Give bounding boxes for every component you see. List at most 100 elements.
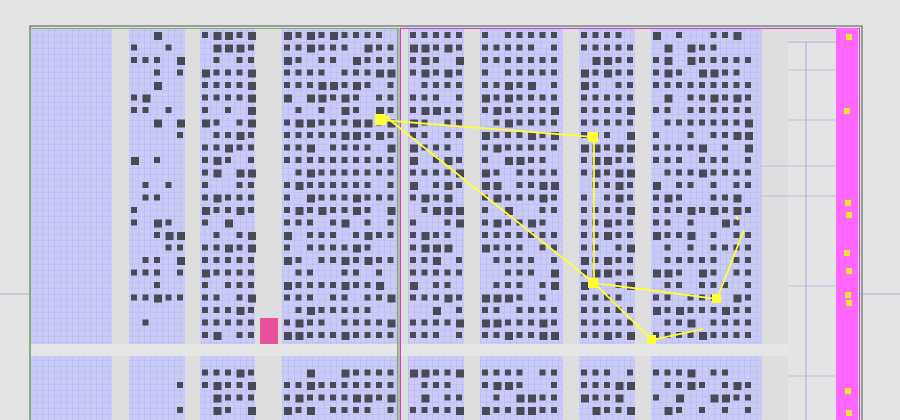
cell-block bbox=[664, 257, 671, 263]
cell-block bbox=[592, 82, 599, 88]
cell-block bbox=[745, 269, 751, 276]
cell-block bbox=[421, 32, 428, 38]
cell-block bbox=[353, 244, 361, 253]
cell-block bbox=[627, 244, 635, 253]
cell-block bbox=[482, 132, 490, 140]
cell-block bbox=[627, 144, 635, 153]
io-pad-pin[interactable] bbox=[846, 34, 852, 40]
cell-block bbox=[699, 69, 707, 78]
cell-block bbox=[493, 257, 500, 263]
cell-block bbox=[364, 132, 371, 138]
cell-block bbox=[539, 244, 546, 251]
io-pad-pin[interactable] bbox=[844, 250, 850, 256]
cell-block bbox=[505, 294, 513, 303]
cell-block bbox=[581, 332, 587, 338]
io-pad-pin[interactable] bbox=[846, 212, 852, 218]
cell-block bbox=[581, 132, 587, 138]
cell-block bbox=[410, 44, 418, 53]
cell-block bbox=[745, 282, 751, 288]
cell-block bbox=[295, 107, 302, 113]
cell-block bbox=[225, 319, 231, 326]
cell-block bbox=[330, 82, 338, 90]
cell-block bbox=[248, 369, 254, 376]
cell-block bbox=[627, 407, 635, 415]
cell-block bbox=[733, 107, 740, 113]
cell-block bbox=[284, 282, 292, 290]
cell-block bbox=[154, 32, 162, 40]
pin-marker[interactable] bbox=[588, 278, 598, 288]
cell-block bbox=[493, 94, 500, 101]
cell-block bbox=[341, 107, 350, 115]
cell-block bbox=[528, 232, 534, 238]
cell-block bbox=[676, 282, 682, 288]
cell-block bbox=[330, 207, 336, 213]
cell-block bbox=[318, 319, 325, 326]
cell-block bbox=[318, 107, 325, 113]
cell-block bbox=[410, 132, 416, 138]
cell-block bbox=[745, 107, 751, 113]
io-pad-pin[interactable] bbox=[846, 268, 852, 274]
cell-block bbox=[539, 369, 546, 376]
cell-block bbox=[284, 69, 290, 76]
cell-block bbox=[236, 69, 243, 76]
io-pad-pin[interactable] bbox=[845, 292, 851, 298]
io-pad-pin[interactable] bbox=[845, 388, 851, 394]
cell-block bbox=[676, 69, 682, 76]
cell-block bbox=[505, 194, 511, 201]
cell-block bbox=[456, 32, 462, 38]
core-columns bbox=[31, 29, 762, 420]
cell-block bbox=[482, 144, 488, 151]
io-pad-pin[interactable] bbox=[846, 300, 852, 306]
cell-block bbox=[341, 407, 348, 413]
cell-block bbox=[444, 107, 451, 113]
cell-block bbox=[421, 119, 428, 126]
cell-block bbox=[202, 257, 208, 263]
cell-block bbox=[581, 32, 587, 38]
cell-block bbox=[653, 157, 659, 163]
pin-marker[interactable] bbox=[712, 294, 721, 303]
cell-block bbox=[213, 332, 222, 340]
cell-block bbox=[627, 382, 635, 390]
cell-block bbox=[733, 182, 740, 188]
cell-block bbox=[539, 169, 546, 176]
io-pad-pin[interactable] bbox=[844, 108, 850, 114]
cell-block bbox=[421, 82, 428, 88]
cell-block bbox=[376, 157, 382, 163]
cell-block bbox=[687, 244, 694, 251]
cell-block bbox=[528, 32, 534, 38]
cell-block bbox=[444, 219, 451, 226]
io-pad-pin[interactable] bbox=[845, 200, 851, 206]
pin-marker[interactable] bbox=[588, 132, 598, 142]
cell-block bbox=[722, 319, 728, 326]
pin-marker[interactable] bbox=[647, 335, 656, 344]
cell-block bbox=[528, 307, 534, 313]
cell-block bbox=[213, 207, 220, 213]
cell-block bbox=[615, 119, 622, 126]
cell-block bbox=[444, 169, 451, 176]
cell-block bbox=[213, 407, 222, 415]
cell-block bbox=[733, 332, 740, 338]
io-pad-pin[interactable] bbox=[846, 410, 852, 416]
cell-block bbox=[745, 57, 751, 63]
cell-block bbox=[710, 332, 717, 338]
cell-block bbox=[551, 182, 559, 190]
cell-block bbox=[433, 32, 439, 38]
cell-block bbox=[410, 32, 416, 38]
cell-block bbox=[710, 269, 717, 276]
cell-block bbox=[722, 332, 728, 338]
cell-block bbox=[376, 294, 382, 301]
cell-block bbox=[353, 207, 361, 215]
cell-block bbox=[604, 257, 612, 265]
cell-block bbox=[745, 244, 751, 251]
cell-block bbox=[604, 269, 612, 278]
cell-block bbox=[364, 69, 371, 76]
selected-macro[interactable] bbox=[260, 318, 278, 344]
cell-block bbox=[687, 182, 694, 188]
cell-block bbox=[154, 69, 160, 76]
cell-block bbox=[505, 32, 511, 38]
pin-marker[interactable] bbox=[375, 114, 386, 125]
cell-block bbox=[213, 382, 222, 390]
cell-block bbox=[710, 257, 717, 263]
cell-block bbox=[676, 407, 682, 413]
